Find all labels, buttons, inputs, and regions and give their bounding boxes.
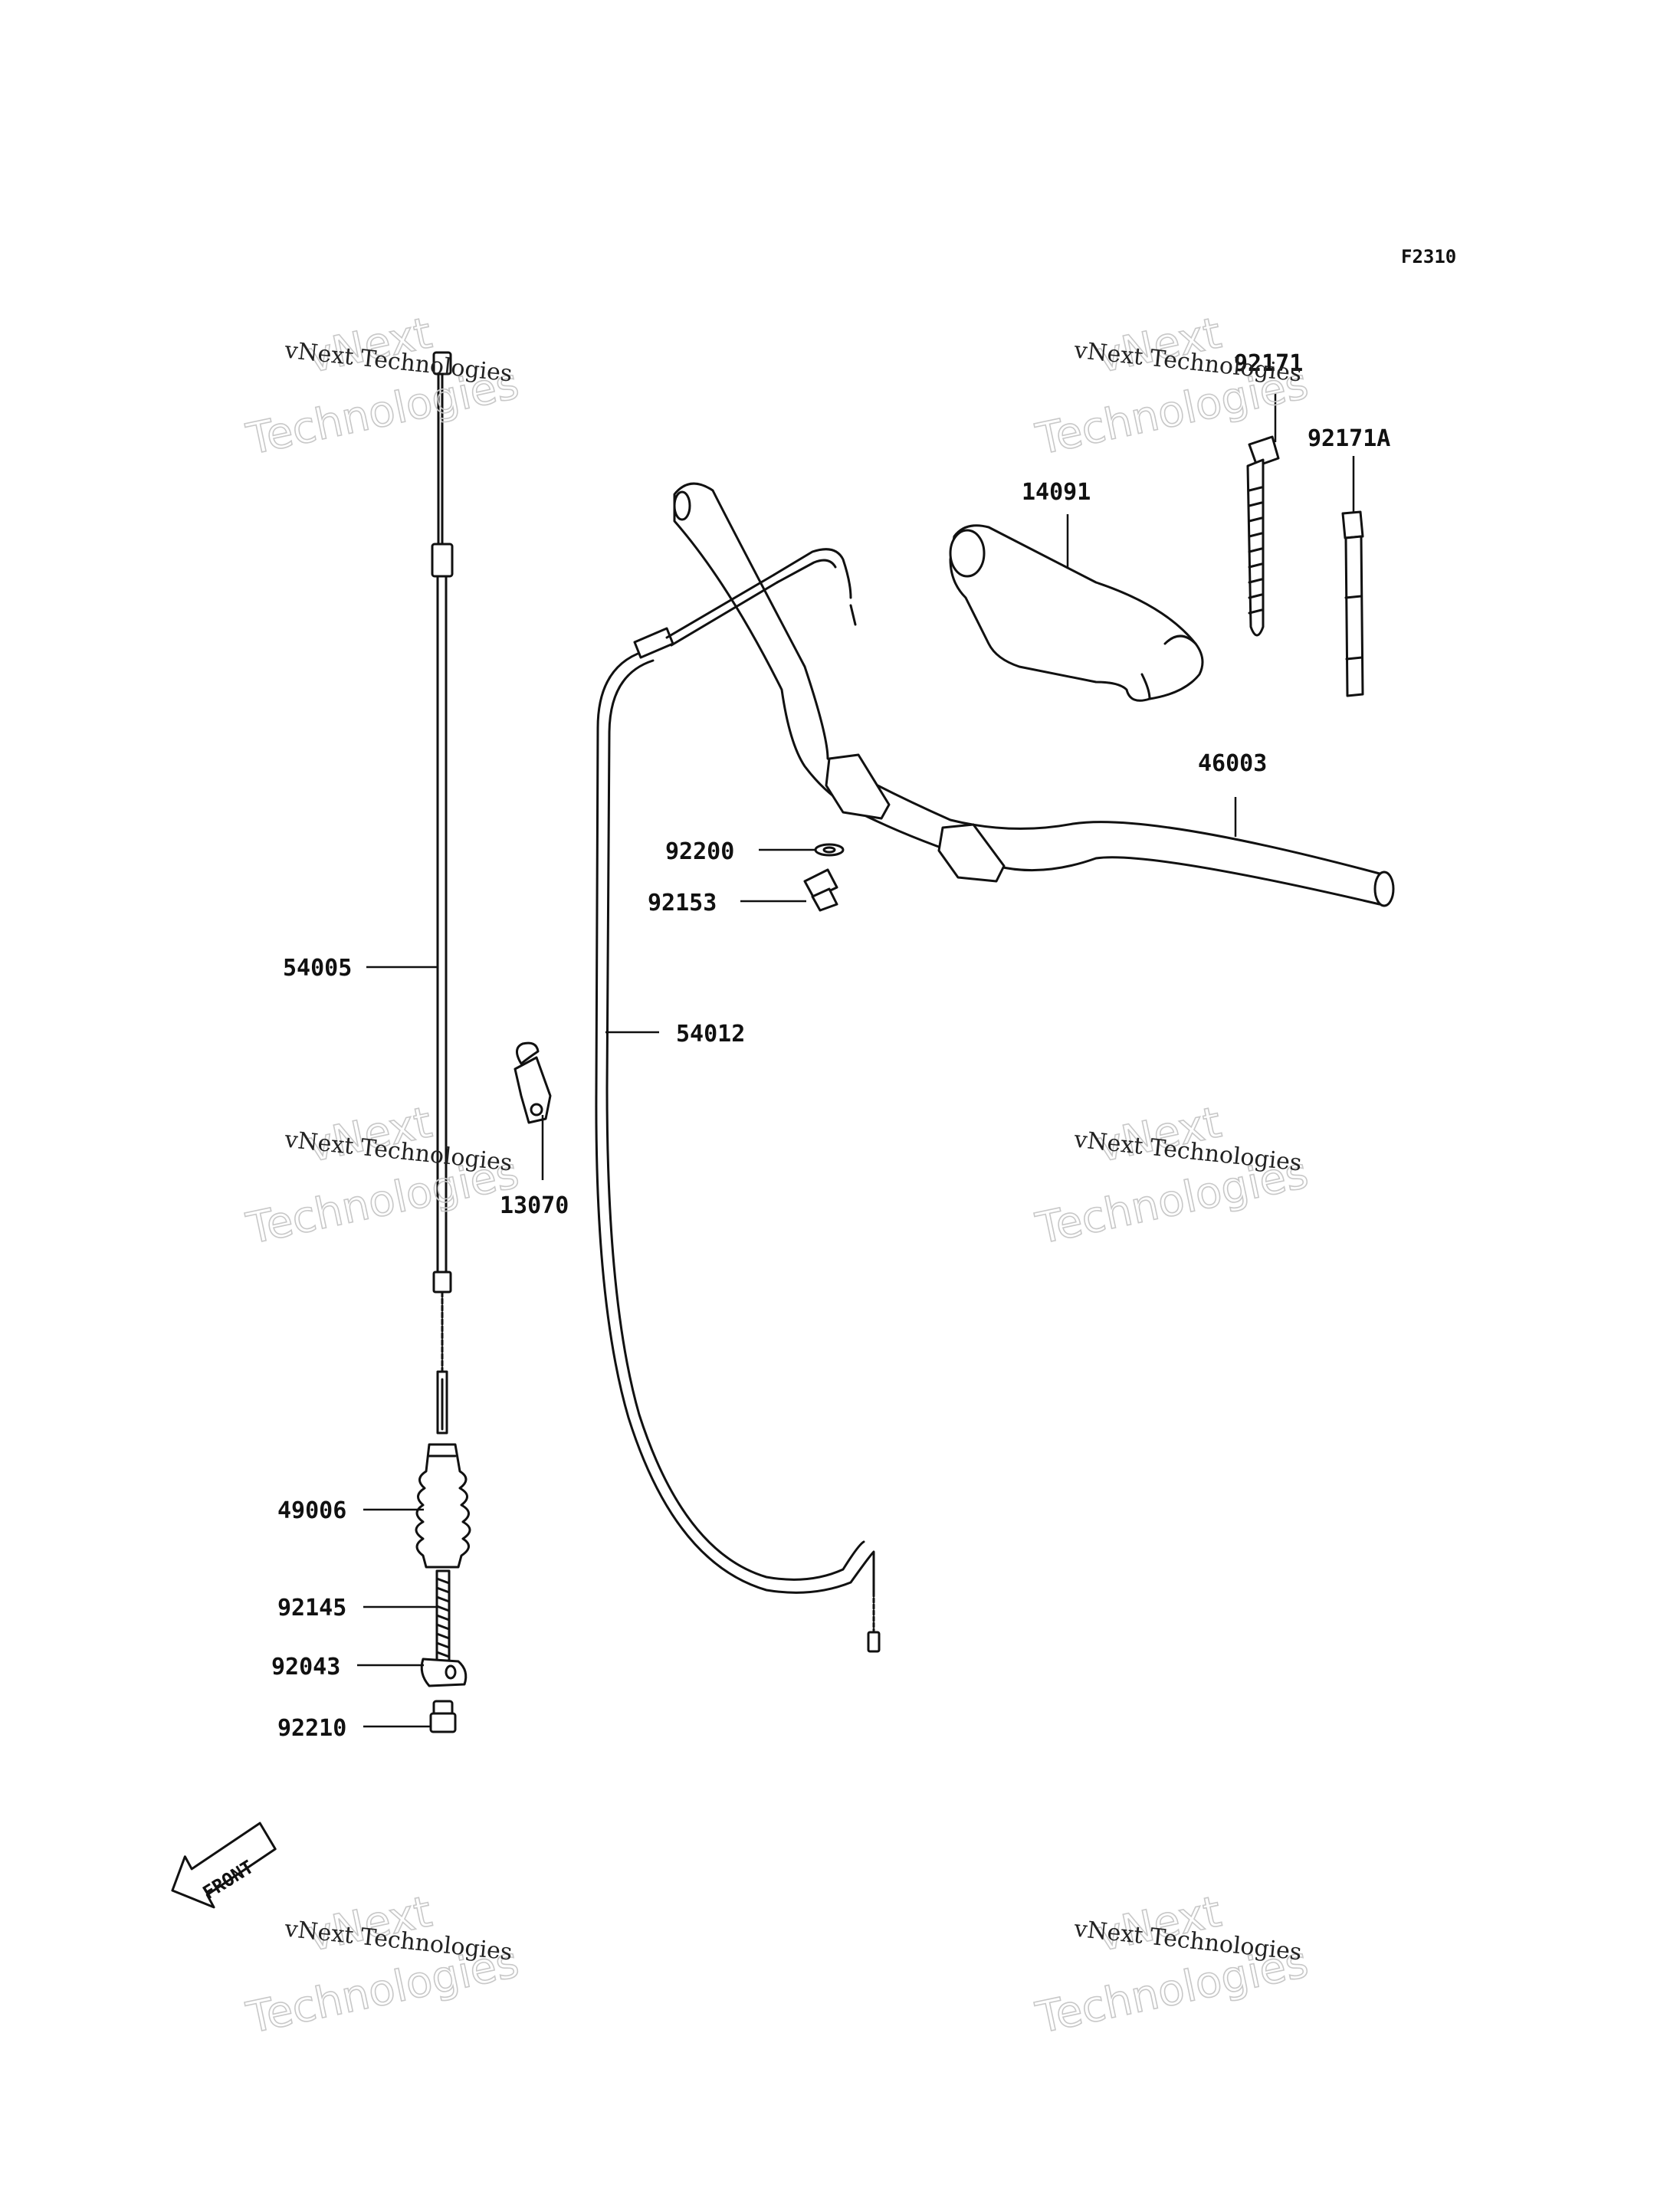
- watermark-mid-left: vNext Technologies vNext Technologies: [241, 1097, 523, 1254]
- part-label-54005: 54005: [283, 955, 352, 982]
- part-label-49006: 49006: [277, 1497, 346, 1524]
- band-92171A: [1341, 510, 1364, 697]
- bolt-92153: [803, 868, 838, 912]
- watermark-top-left: vNext Technologies vNext Technologies: [241, 307, 523, 465]
- part-label-92153: 92153: [648, 890, 717, 917]
- part-label-92171A: 92171A: [1308, 425, 1390, 452]
- cable-54005: [431, 351, 454, 1435]
- watermark-bottom-right: vNext Technologies vNext Technologies: [1031, 1886, 1313, 2044]
- watermark-mid-right: vNext Technologies vNext Technologies: [1031, 1097, 1313, 1254]
- part-label-46003: 46003: [1198, 750, 1267, 777]
- part-label-92210: 92210: [277, 1715, 346, 1742]
- leader-lines: [357, 393, 1355, 1728]
- band-92171: [1246, 435, 1280, 637]
- watermark-bottom-left: vNext Technologies vNext Technologies: [241, 1886, 523, 2044]
- part-label-92200: 92200: [665, 838, 734, 865]
- cap-92210: [429, 1700, 457, 1733]
- part-label-54012: 54012: [676, 1021, 745, 1048]
- boot-49006: [415, 1443, 471, 1569]
- handlebar-46003: [673, 482, 1395, 907]
- part-label-92145: 92145: [277, 1595, 346, 1622]
- adjuster-92145: [435, 1569, 451, 1668]
- bracket-13070: [514, 1041, 552, 1124]
- diagram-code: F2310: [1401, 246, 1456, 267]
- front-arrow-icon: FRONT: [171, 1822, 277, 1909]
- nut-92043: [420, 1658, 468, 1687]
- part-label-14091: 14091: [1022, 479, 1091, 506]
- part-label-13070: 13070: [500, 1192, 569, 1219]
- part-label-92043: 92043: [271, 1654, 340, 1681]
- part-label-92171: 92171: [1234, 350, 1303, 377]
- cover-14091: [949, 524, 1204, 702]
- cable-54012: [595, 548, 881, 1653]
- washer-92200: [814, 843, 845, 857]
